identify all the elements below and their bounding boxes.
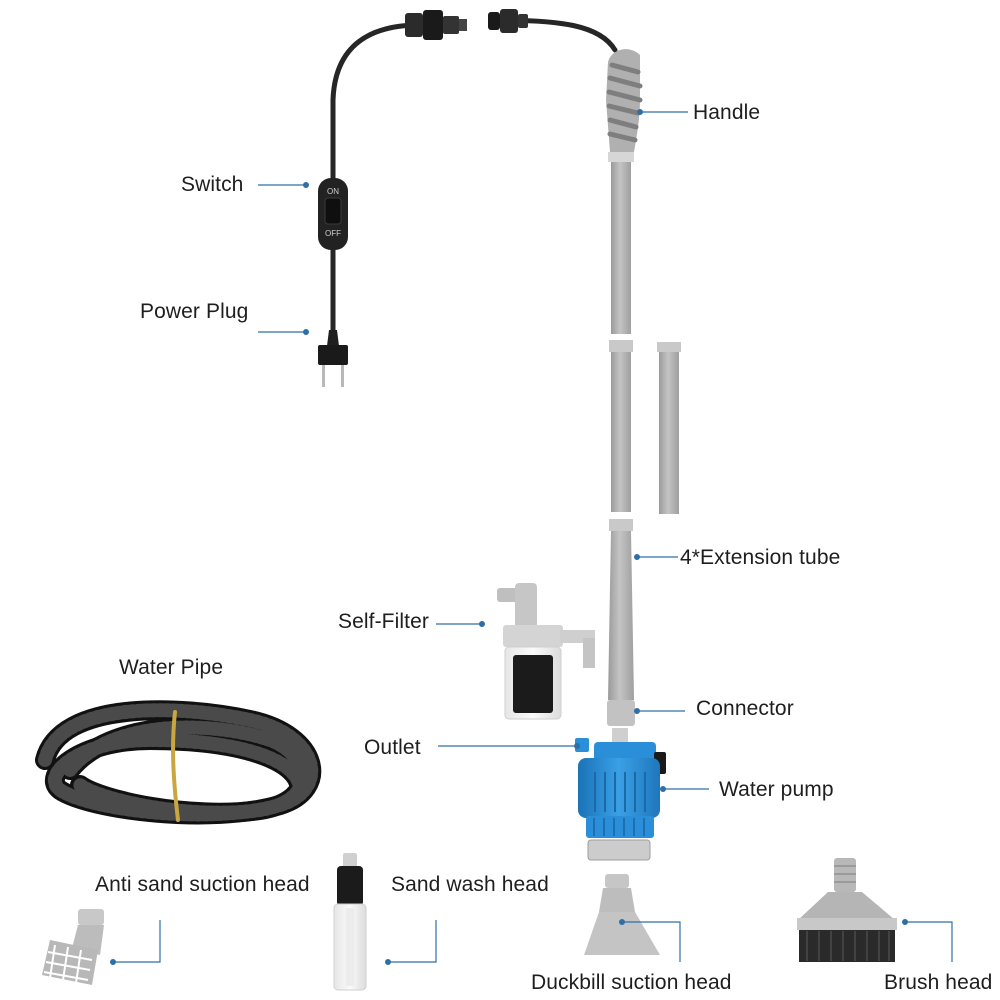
leader-outlet bbox=[438, 743, 580, 749]
leader-power-plug bbox=[258, 329, 309, 335]
label-handle: Handle bbox=[693, 101, 761, 124]
leader-switch bbox=[258, 182, 309, 188]
leader-brush-head bbox=[902, 919, 953, 962]
label-brush-head: Brush head bbox=[884, 971, 993, 994]
leader-connector bbox=[634, 708, 685, 714]
leader-extension-tube bbox=[634, 554, 678, 560]
duckbill-suction-head-icon bbox=[584, 874, 660, 955]
label-anti-sand-suction-head: Anti sand suction head bbox=[95, 873, 310, 896]
leader-anti-sand-suction-head bbox=[110, 920, 161, 965]
label-connector: Connector bbox=[696, 697, 794, 720]
brush-head-icon bbox=[797, 858, 897, 962]
leader-handle bbox=[637, 109, 688, 115]
leader-sand-wash-head bbox=[385, 920, 437, 965]
extension-tube-2 bbox=[609, 340, 633, 512]
extension-tube-4 bbox=[608, 519, 634, 700]
label-water-pipe: Water Pipe bbox=[119, 656, 224, 679]
label-power-plug: Power Plug bbox=[140, 300, 249, 323]
leader-duckbill-suction-head bbox=[619, 919, 681, 962]
leader-self-filter bbox=[436, 621, 485, 627]
self-filter-icon bbox=[497, 583, 595, 720]
extension-tube-1 bbox=[611, 162, 631, 334]
power-cable bbox=[330, 17, 618, 330]
cable-connector-right bbox=[488, 9, 528, 33]
water-pump-icon bbox=[575, 728, 666, 861]
anti-sand-suction-head-icon bbox=[42, 909, 104, 985]
label-outlet: Outlet bbox=[364, 736, 421, 759]
label-switch: Switch bbox=[181, 173, 244, 196]
tube-connector bbox=[607, 700, 635, 726]
switch-on-mark: ON bbox=[327, 187, 339, 196]
handle-icon bbox=[606, 49, 643, 162]
switch-off-mark: OFF bbox=[325, 229, 341, 238]
water-pipe-icon bbox=[35, 700, 322, 825]
switch-icon: ON OFF bbox=[318, 178, 348, 250]
label-self-filter: Self-Filter bbox=[338, 610, 429, 633]
label-water-pump: Water pump bbox=[719, 778, 834, 801]
extension-tube-3 bbox=[657, 342, 681, 514]
label-duckbill-suction-head: Duckbill suction head bbox=[531, 971, 732, 994]
label-extension-tube: 4*Extension tube bbox=[680, 546, 841, 569]
leader-lines bbox=[110, 109, 953, 965]
cable-connector-left bbox=[405, 10, 467, 40]
leader-water-pump bbox=[660, 786, 709, 792]
sand-wash-head-icon bbox=[333, 853, 367, 991]
label-sand-wash-head: Sand wash head bbox=[391, 873, 549, 896]
power-plug-icon bbox=[318, 330, 348, 387]
